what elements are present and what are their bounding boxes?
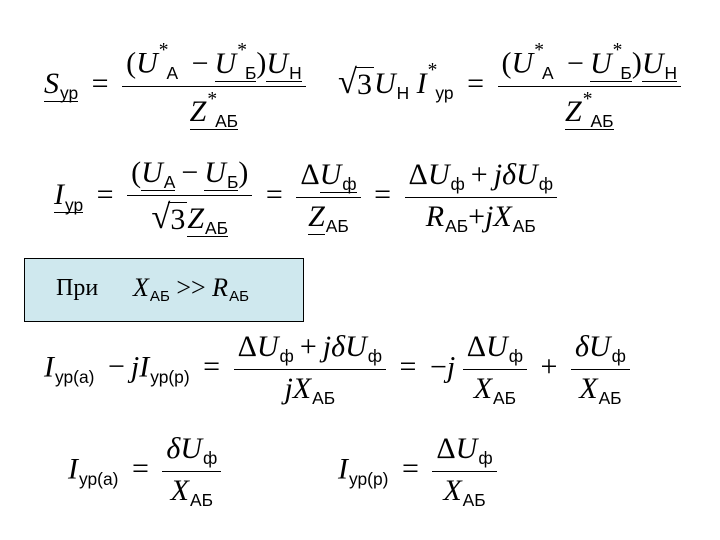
equation-active-current: Iур(а) = δUф XАБ xyxy=(68,432,222,511)
equals-sign: = xyxy=(265,178,283,212)
fraction: ΔUф+jδUф RАБ+jXАБ xyxy=(404,158,557,237)
fraction: ΔUф+jδUф jXАБ xyxy=(233,330,387,409)
square-root: √3 xyxy=(338,63,374,102)
denominator: Z*АБ xyxy=(565,88,614,132)
equation-reactive-current: Iур(р) = ΔUф XАБ xyxy=(338,432,497,511)
fraction: ΔUф ZАБ xyxy=(296,158,361,237)
denominator: XАБ xyxy=(579,372,622,409)
fraction: ΔUф XАБ xyxy=(432,432,497,511)
numerator: (U*А −U*Б)UН xyxy=(122,40,306,87)
fraction: (U*А −U*Б)UН Z*АБ xyxy=(497,40,682,132)
lhs-symbol: Sур xyxy=(44,67,79,104)
condition-expression: XАБ >> RАБ xyxy=(133,273,250,306)
condition-box: При XАБ >> RАБ xyxy=(24,258,304,322)
numerator: (U*А −U*Б)UН xyxy=(497,40,682,87)
denominator: XАБ xyxy=(443,474,486,511)
equals-sign: = xyxy=(399,350,417,384)
equals-sign: = xyxy=(96,178,114,212)
equals-sign: = xyxy=(374,178,392,212)
fraction: δUф XАБ xyxy=(570,330,630,409)
numerator: ΔUф+jδUф xyxy=(233,330,387,371)
condition-label: При xyxy=(56,275,99,301)
equation-apparent-power: Sур = (U*А −U*Б)UН Z*АБ xyxy=(44,40,306,132)
denominator: XАБ xyxy=(473,372,517,409)
fraction: ΔUф XАБ xyxy=(462,330,528,409)
denominator: XАБ xyxy=(170,474,213,511)
numerator: (UА−UБ) xyxy=(127,156,253,197)
numerator: ΔUф xyxy=(462,330,528,371)
equals-sign: = xyxy=(203,350,221,384)
denominator: Z*АБ xyxy=(189,88,239,132)
denominator: RАБ+jXАБ xyxy=(425,200,536,237)
denominator: jXАБ xyxy=(284,372,336,409)
numerator: ΔUф+jδUф xyxy=(404,158,557,199)
lhs-symbol: Iур xyxy=(54,178,84,215)
equals-sign: = xyxy=(91,67,109,101)
denominator: ZАБ xyxy=(308,200,349,237)
numerator: ΔUф xyxy=(432,432,497,473)
equals-sign: = xyxy=(131,452,149,486)
numerator: δUф xyxy=(162,432,222,473)
fraction: (U*А −U*Б)UН Z*АБ xyxy=(122,40,306,132)
equation-current-components: Iур(а) −jIур(р) = ΔUф+jδUф jXАБ = −j ΔUф… xyxy=(44,330,630,409)
numerator: δUф xyxy=(570,330,630,371)
numerator: ΔUф xyxy=(296,158,361,199)
fraction: δUф XАБ xyxy=(162,432,222,511)
equals-sign: = xyxy=(467,67,485,101)
equals-sign: = xyxy=(401,452,419,486)
